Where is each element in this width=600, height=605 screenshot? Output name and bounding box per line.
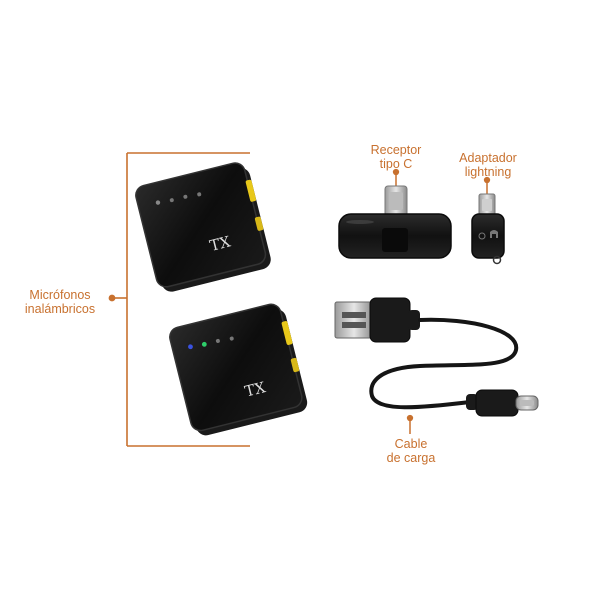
microphones-bracket (108, 152, 250, 447)
usb-c-receiver (338, 185, 452, 259)
transmitter-bottom: TX (169, 303, 308, 436)
adapter-leader (483, 176, 491, 194)
transmitter-bottom-label: TX (243, 378, 268, 401)
microphones-label-line1: Micrófonos (29, 288, 91, 302)
charging-cable (334, 297, 539, 417)
receiver-label: Receptor tipo C (356, 143, 436, 171)
cable-leader (406, 414, 414, 434)
microphones-label-line2: inalámbricos (24, 302, 96, 316)
lightning-adapter (471, 193, 505, 265)
cable-label: Cable de carga (371, 437, 451, 465)
microphones-label: Micrófonos inalámbricos (8, 288, 112, 316)
transmitter-top-label: TX (208, 232, 233, 255)
adapter-label: Adaptador lightning (448, 151, 528, 179)
cable-label-line2: de carga (386, 451, 436, 465)
cable-label-line1: Cable (394, 437, 428, 451)
receiver-label-line2: tipo C (379, 157, 413, 171)
adapter-label-line1: Adaptador (459, 151, 517, 165)
receiver-leader (392, 168, 400, 186)
adapter-label-line2: lightning (464, 165, 512, 179)
transmitter-top: TX (135, 162, 271, 292)
receiver-label-line1: Receptor (370, 143, 422, 157)
